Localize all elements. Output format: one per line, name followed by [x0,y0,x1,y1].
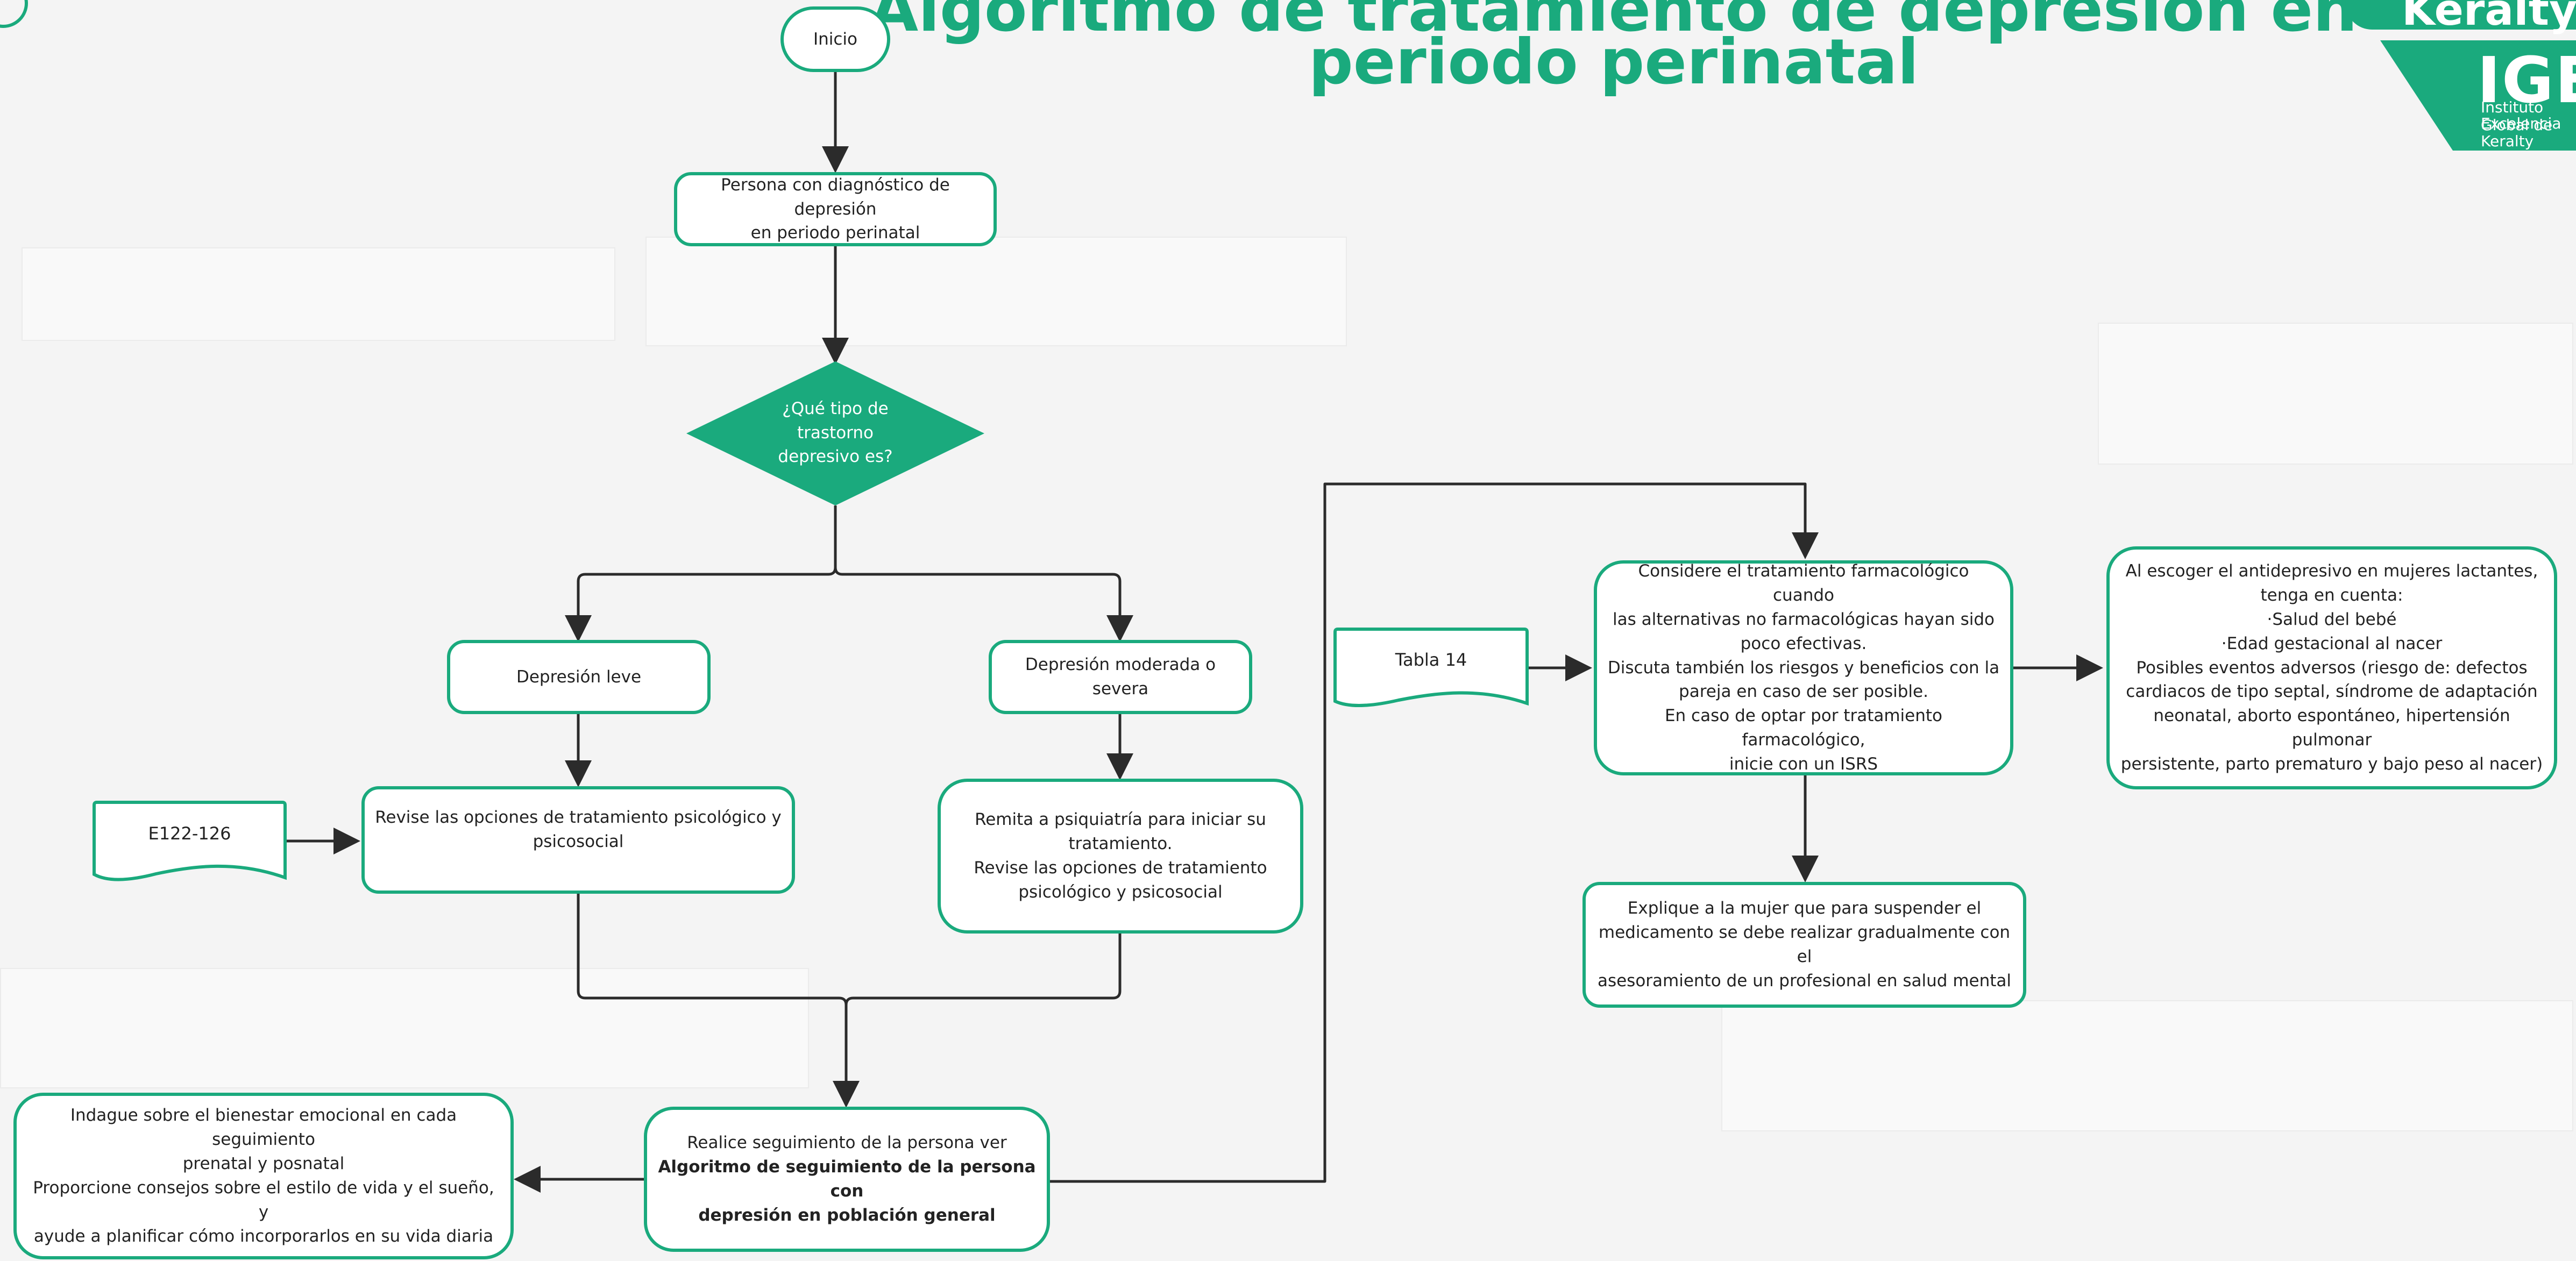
followup-text: Realice seguimiento de la persona ver [687,1133,1007,1153]
diagnosis-node: Persona con diagnóstico de depresión en … [674,172,997,246]
line-mild-action-merge [577,894,848,1006]
pharmacological-treatment-node: Considere el tratamiento farmacológico c… [1594,560,2013,775]
arrow-decision-to-moderate [834,567,1133,642]
document-shape-tabla14 [1333,628,1529,707]
keralty-logo-pill [2345,0,2576,30]
document-shape-e122 [93,801,287,881]
keralty-wordmark: Keralty [2402,0,2576,35]
background-tile [645,237,1347,346]
ige-acronym: IGE [2477,43,2576,117]
diagram-title-line-1: Algoritmo de tratamiento de depresión en [870,0,2358,46]
decision-node-label: ¿Qué tipo de trastorno depresivo es? [778,398,893,467]
arrow-followup-to-pharma [1050,482,1819,1183]
moderate-treatment-node: Remita a psiquiatría para iniciar su tra… [938,779,1303,934]
decision-diamond [686,361,984,505]
mild-treatment-node: Revise las opciones de tratamiento psico… [361,786,795,894]
background-tile [2098,323,2573,465]
emotional-wellbeing-node: Indague sobre el bienestar emocional en … [13,1093,514,1259]
brand-logo: Keralty IGE Instituto Global de Excelenc… [2340,0,2576,156]
arrow-decision-to-mild [565,505,837,642]
followup-node: Realice seguimiento de la persona ver Al… [644,1107,1050,1252]
background-tile [1721,1000,2573,1131]
followup-algorithm-link: Algoritmo de seguimiento de la persona c… [658,1157,1036,1225]
suspension-advice-node: Explique a la mujer que para suspender e… [1582,882,2026,1008]
reference-tabla-14: Tabla 14 [1395,650,1467,670]
start-node: Inicio [780,6,890,72]
mild-depression-node: Depresión leve [447,640,711,714]
ige-subtitle-2: Excelencia Keralty [2481,115,2561,150]
arrow-moderate-action-to-followup [833,933,1122,1108]
reference-e122-126: E122-126 [148,823,231,844]
lactating-considerations-node: Al escoger el antidepresivo en mujeres l… [2106,546,2557,789]
background-tile [22,247,615,341]
ige-logo-shape [2380,40,2576,151]
background-tile [0,968,809,1088]
ige-subtitle-1: Instituto Global de [2481,98,2553,134]
diagram-title-line-2: periodo perinatal [1308,26,1919,98]
moderate-depression-node: Depresión moderada o severa [989,640,1252,714]
